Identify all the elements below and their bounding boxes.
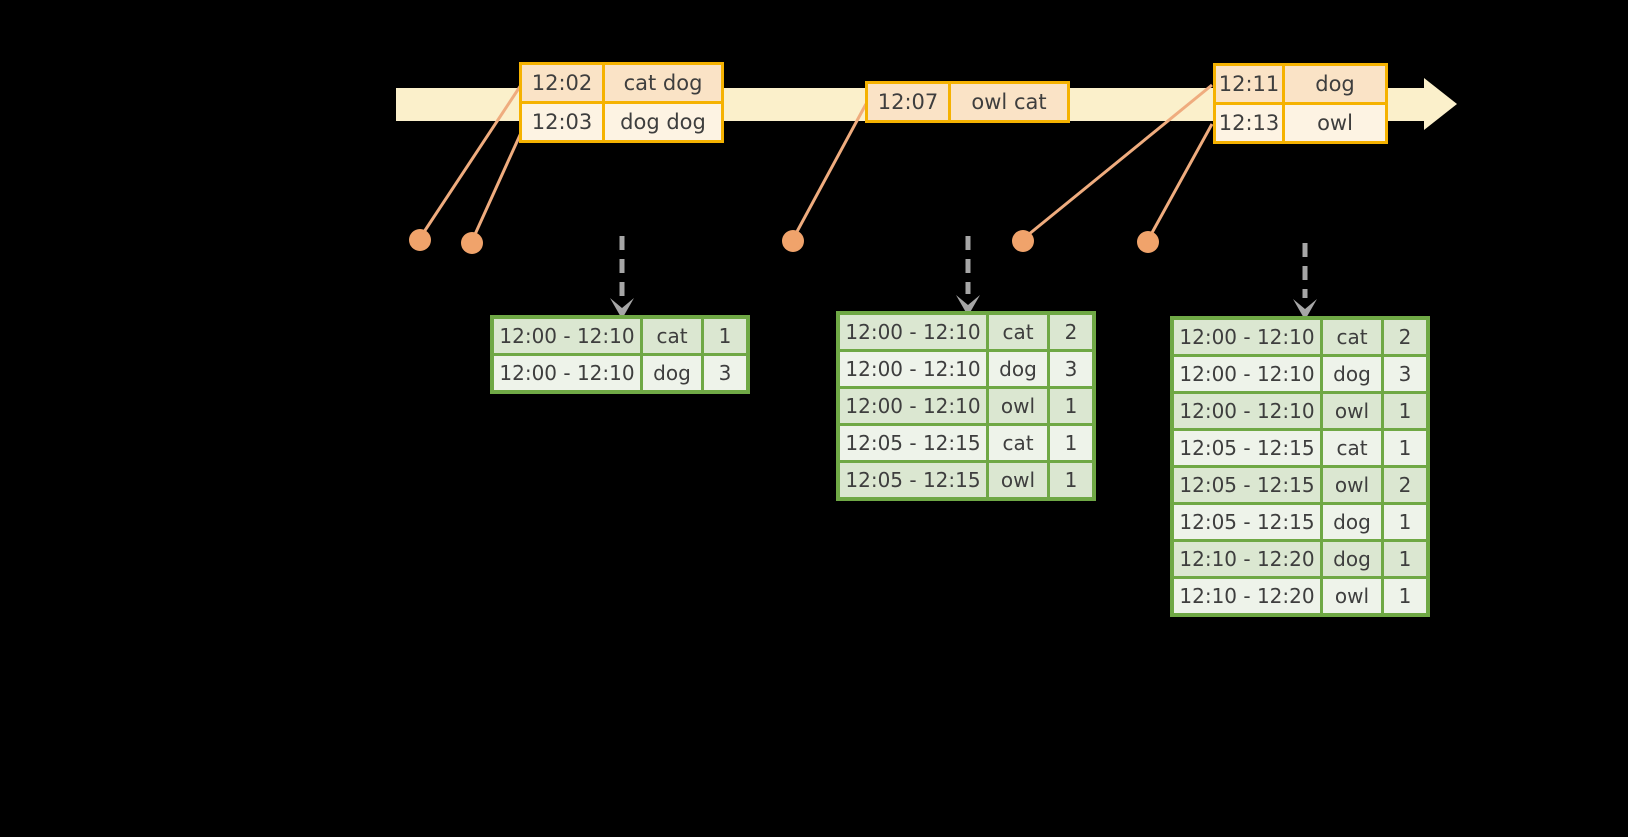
event-dot-1211 — [1012, 230, 1034, 252]
word-cell: owl — [1320, 576, 1384, 617]
window-cell: 12:00 - 12:10 — [836, 311, 989, 352]
word-cell: dog — [1320, 502, 1384, 542]
word-cell: dog — [640, 353, 704, 394]
event-dot-1202 — [409, 229, 431, 251]
window-cell: 12:00 - 12:10 — [1170, 391, 1323, 431]
event-dot-1207 — [782, 230, 804, 252]
word-cell: cat — [986, 423, 1050, 463]
word-cell: dog — [1320, 354, 1384, 394]
event-words-cell: cat dog — [602, 62, 724, 104]
trigger-arrowhead-icon-2 — [956, 295, 980, 316]
count-cell: 2 — [1381, 316, 1430, 357]
word-cell: cat — [640, 315, 704, 356]
count-cell: 1 — [1381, 428, 1430, 468]
event-time-cell: 12:03 — [519, 101, 605, 143]
event-words-cell: dog dog — [602, 101, 724, 143]
event-time-cell: 12:13 — [1213, 102, 1285, 144]
event-dot-1213 — [1137, 231, 1159, 253]
connector-line-event-1203 — [470, 123, 527, 242]
count-cell: 1 — [1047, 386, 1096, 426]
count-cell: 1 — [1381, 502, 1430, 542]
event-dot-1203 — [461, 232, 483, 254]
connector-line-event-1202 — [418, 84, 523, 239]
window-cell: 12:05 - 12:15 — [836, 423, 989, 463]
connector-line-event-1213 — [1146, 123, 1214, 241]
timeline-arrowhead-icon — [1424, 78, 1457, 130]
count-cell: 1 — [1047, 423, 1096, 463]
event-words-cell: owl — [1282, 102, 1388, 144]
window-cell: 12:00 - 12:10 — [490, 353, 643, 394]
window-cell: 12:00 - 12:10 — [836, 386, 989, 426]
window-cell: 12:00 - 12:10 — [490, 315, 643, 356]
word-cell: cat — [986, 311, 1050, 352]
word-cell: owl — [1320, 391, 1384, 431]
word-cell: owl — [1320, 465, 1384, 505]
window-cell: 12:10 - 12:20 — [1170, 539, 1323, 579]
count-cell: 1 — [1381, 539, 1430, 579]
word-cell: dog — [986, 349, 1050, 389]
word-cell: owl — [986, 460, 1050, 501]
count-cell: 3 — [1047, 349, 1096, 389]
count-cell: 1 — [1381, 576, 1430, 617]
connector-line-event-1207 — [791, 103, 868, 240]
word-cell: owl — [986, 386, 1050, 426]
window-cell: 12:05 - 12:15 — [1170, 428, 1323, 468]
window-cell: 12:05 - 12:15 — [1170, 502, 1323, 542]
count-cell: 3 — [701, 353, 750, 394]
window-cell: 12:00 - 12:10 — [1170, 316, 1323, 357]
window-cell: 12:05 - 12:15 — [836, 460, 989, 501]
count-cell: 2 — [1381, 465, 1430, 505]
word-cell: cat — [1320, 316, 1384, 357]
event-words-cell: dog — [1282, 63, 1388, 105]
word-cell: dog — [1320, 539, 1384, 579]
event-time-cell: 12:11 — [1213, 63, 1285, 105]
trigger-arrowhead-icon-1 — [610, 298, 634, 319]
count-cell: 2 — [1047, 311, 1096, 352]
window-cell: 12:00 - 12:10 — [1170, 354, 1323, 394]
count-cell: 1 — [701, 315, 750, 356]
event-words-cell: owl cat — [948, 81, 1070, 123]
connector-line-event-1211 — [1022, 83, 1213, 241]
count-cell: 3 — [1381, 354, 1430, 394]
trigger-arrowhead-icon-3 — [1293, 299, 1317, 320]
window-cell: 12:05 - 12:15 — [1170, 465, 1323, 505]
count-cell: 1 — [1047, 460, 1096, 501]
word-cell: cat — [1320, 428, 1384, 468]
window-cell: 12:10 - 12:20 — [1170, 576, 1323, 617]
event-time-cell: 12:07 — [865, 81, 951, 123]
window-cell: 12:00 - 12:10 — [836, 349, 989, 389]
count-cell: 1 — [1381, 391, 1430, 431]
event-time-cell: 12:02 — [519, 62, 605, 104]
